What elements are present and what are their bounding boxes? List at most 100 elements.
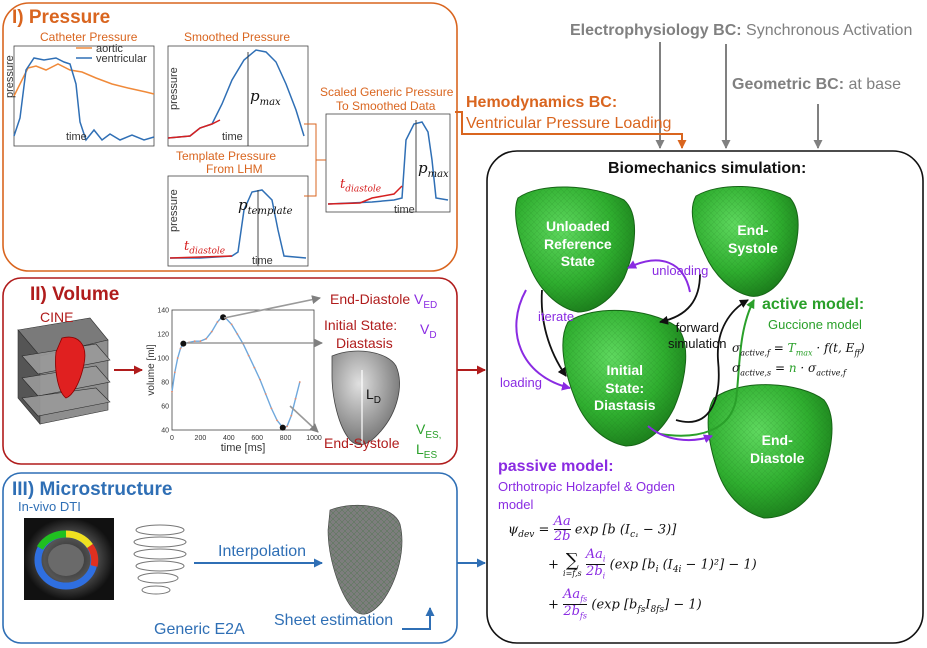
scaled-pressure-plot bbox=[325, 113, 451, 213]
generic-e2a-label: Generic E2A bbox=[154, 621, 245, 638]
volume-plot-frame bbox=[171, 309, 315, 431]
forward-arrow bbox=[659, 273, 701, 325]
sheet-estimation-label: Sheet estimation bbox=[274, 612, 394, 629]
sim-title: Biomechanics simulation: bbox=[608, 160, 807, 177]
sheet-arrow bbox=[402, 607, 435, 630]
fiber-slices bbox=[133, 524, 187, 595]
volume-title: II) Volume bbox=[30, 284, 120, 305]
x-tick-label: 200 bbox=[195, 435, 207, 442]
scaled-pmax: pmax bbox=[418, 159, 449, 180]
active-eq-f: σactive,f = Tmax · f(t, Eff) bbox=[732, 341, 865, 358]
volume-data-point bbox=[276, 419, 278, 422]
heart-unloaded bbox=[515, 186, 635, 313]
dti-image bbox=[24, 518, 114, 600]
template-title-1: Template Pressure bbox=[176, 149, 277, 163]
volume-data-point bbox=[253, 366, 256, 369]
volume-data-point bbox=[294, 397, 297, 400]
simulation-panel bbox=[486, 150, 924, 644]
smoothed-axis-time: time bbox=[222, 131, 243, 143]
volume-data-point bbox=[264, 393, 267, 395]
legend-ventricular: ventricular bbox=[96, 53, 147, 65]
dti-label: In-vivo DTI bbox=[18, 499, 81, 514]
y-axis-label: volume [ml] bbox=[146, 344, 157, 395]
scaled-axis-time: time bbox=[394, 204, 415, 216]
volume-data-point bbox=[173, 371, 176, 374]
volume-key-point bbox=[180, 340, 187, 347]
fiber-heart bbox=[327, 504, 403, 615]
volume-data-point bbox=[193, 340, 196, 343]
legend-aortic: aortic bbox=[96, 43, 123, 55]
cine-label: CINE bbox=[40, 309, 74, 325]
es-arrow bbox=[289, 405, 319, 433]
pressure-title: I) Pressure bbox=[12, 7, 111, 28]
passive-title: passive model: bbox=[498, 458, 614, 475]
x-tick-label: 400 bbox=[223, 435, 235, 442]
micro-title: III) Microstructure bbox=[12, 479, 173, 500]
cine-stack bbox=[17, 317, 111, 425]
ld-label: LD bbox=[366, 386, 382, 406]
iterate-arrow bbox=[540, 289, 567, 377]
pressure-brace bbox=[304, 123, 326, 197]
active-sub: Guccione model bbox=[768, 317, 862, 332]
initial-state-label-1: Initial State: bbox=[324, 317, 398, 333]
ventricular-trace bbox=[13, 57, 155, 142]
y-tick-label: 60 bbox=[161, 404, 169, 411]
hemodynamics-arrow bbox=[455, 111, 687, 149]
volume-data-point bbox=[286, 425, 288, 428]
volume-data-point bbox=[171, 390, 173, 393]
heart-initial bbox=[562, 309, 687, 447]
hemo-bc-title: Hemodynamics BC: bbox=[466, 94, 618, 111]
end-diastole-label: End-Diastole VED bbox=[330, 291, 438, 311]
pressure-panel bbox=[2, 2, 458, 272]
template-title-2: From LHM bbox=[206, 162, 263, 176]
y-tick-label: 140 bbox=[157, 308, 169, 315]
unloading-label: unloading bbox=[652, 263, 709, 278]
volume-data-point bbox=[290, 414, 293, 417]
microstructure-panel bbox=[2, 472, 458, 644]
x-tick-label: 800 bbox=[280, 435, 292, 442]
volume-data-point bbox=[216, 321, 219, 323]
passive-sub-1: Orthotropic Holzapfel & Ogden bbox=[498, 479, 676, 494]
x-tick-label: 600 bbox=[251, 435, 263, 442]
ed-arrow bbox=[223, 295, 321, 319]
smoothed-pressure-plot bbox=[167, 45, 309, 147]
volume-key-point bbox=[220, 314, 227, 321]
volume-data-point bbox=[199, 340, 202, 343]
active-arrow bbox=[659, 299, 755, 437]
initial-state-label-2: Diastasis bbox=[336, 335, 393, 351]
template-ptemplate: ptemplate bbox=[238, 196, 293, 217]
x-axis-label: time [ms] bbox=[221, 442, 266, 454]
y-tick-label: 80 bbox=[161, 380, 169, 387]
volume-data-point bbox=[247, 354, 250, 357]
loading-arrow bbox=[515, 289, 571, 391]
template-axis-pressure: pressure bbox=[168, 189, 180, 232]
geometric-bc-label: Geometric BC: at base bbox=[732, 76, 901, 93]
heart-enddiastole bbox=[707, 384, 833, 519]
scaled-tdiastole: tdiastole bbox=[340, 177, 382, 195]
smoothed-pmax: pmax bbox=[250, 87, 281, 108]
catheter-axis-time: time bbox=[66, 131, 87, 143]
gray-heart bbox=[331, 350, 400, 446]
smoothed-title: Smoothed Pressure bbox=[184, 30, 291, 44]
electro-bc-label: Electrophysiology BC: Synchronous Activa… bbox=[570, 22, 913, 39]
interpolation-label: Interpolation bbox=[218, 543, 307, 560]
catheter-pressure-plot bbox=[13, 45, 155, 147]
x-tick-label: 1000 bbox=[306, 435, 322, 442]
volume-data-point bbox=[259, 378, 261, 381]
volume-data-point bbox=[298, 381, 301, 383]
volume-data-point bbox=[236, 333, 239, 335]
active-title: active model: bbox=[762, 296, 865, 313]
y-tick-label: 40 bbox=[161, 428, 169, 435]
end-systole-label: End-Systole bbox=[324, 435, 400, 451]
volume-data-point bbox=[205, 337, 207, 340]
smoothed-axis-pressure: pressure bbox=[168, 67, 180, 110]
y-tick-label: 120 bbox=[157, 332, 169, 339]
